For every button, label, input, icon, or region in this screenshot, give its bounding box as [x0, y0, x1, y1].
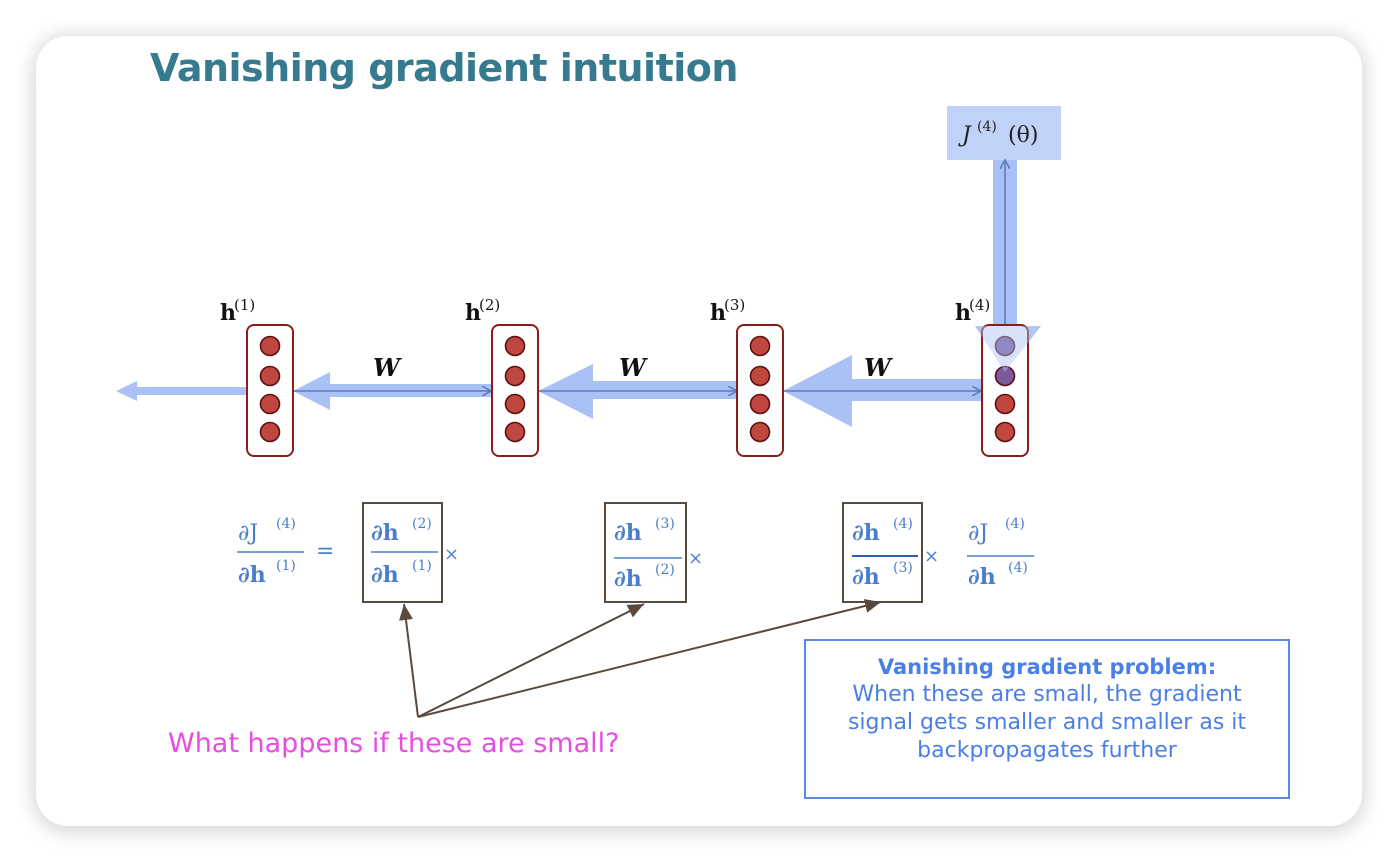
- hidden-state-4: h(4): [955, 296, 1029, 457]
- unit-circle: [504, 335, 526, 357]
- weight-label-2: W: [619, 353, 648, 382]
- lhs-numerator-sup: (4): [276, 516, 296, 532]
- unit-circle: [749, 365, 771, 387]
- unit-circle: [259, 365, 281, 387]
- unit-circle: [504, 365, 526, 387]
- callout-line-3: backpropagates further: [917, 738, 1177, 763]
- pointer-arrow-2: [417, 603, 645, 718]
- node-box: [736, 324, 784, 457]
- node-label-sup: (1): [234, 296, 255, 314]
- node-label: h: [955, 300, 971, 326]
- node-box: [246, 324, 294, 457]
- weight-label-3: W: [864, 353, 893, 382]
- term-3-numerator: ∂h: [852, 520, 880, 546]
- term-2-numerator: ∂h: [614, 520, 642, 546]
- unit-circle: [259, 393, 281, 415]
- loss-label-sup: (4): [977, 119, 997, 135]
- term-2-denominator-sup: (2): [655, 562, 675, 578]
- callout-line-2: signal gets smaller and smaller as it: [847, 710, 1247, 735]
- term-box-2: [604, 502, 687, 603]
- term-1-numerator: ∂h: [371, 520, 399, 546]
- node-label-sup: (3): [724, 296, 745, 314]
- pointer-arrows: [399, 599, 882, 718]
- callout-title: Vanishing gradient problem:: [877, 655, 1217, 679]
- term-dh2-dh1: ∂h (2) ∂h (1) ×: [362, 502, 459, 603]
- callout-box: Vanishing gradient problem: When these a…: [804, 639, 1290, 799]
- hidden-state-2: h(2): [465, 296, 539, 457]
- term-2-denominator: ∂h: [614, 566, 642, 592]
- term-box-1: [362, 502, 443, 603]
- term-dh4-dh3: ∂h (4) ∂h (3) ×: [842, 502, 939, 603]
- node-label-sup: (2): [479, 296, 500, 314]
- unit-circle: [259, 421, 281, 443]
- times-sign-1: ×: [444, 544, 459, 565]
- term-1-denominator-sup: (1): [412, 558, 432, 574]
- lhs-numerator: ∂J: [238, 521, 258, 546]
- lhs-denominator-sup: (1): [276, 558, 296, 574]
- loss-node: J (4) (θ): [947, 106, 1061, 160]
- unit-circle: [504, 393, 526, 415]
- term-3-numerator-sup: (4): [893, 516, 913, 532]
- term-4-numerator: ∂J: [968, 521, 988, 546]
- unit-circle: [504, 421, 526, 443]
- node-label: h: [710, 300, 726, 326]
- unit-circle: [994, 335, 1016, 357]
- term-2-numerator-sup: (3): [655, 516, 675, 532]
- term-1-denominator: ∂h: [371, 562, 399, 588]
- term-4-denominator-sup: (4): [1008, 560, 1028, 576]
- pointer-arrow-1: [399, 603, 419, 718]
- loss-label-arg: (θ): [1008, 123, 1038, 148]
- slide-title: Vanishing gradient intuition: [150, 46, 738, 90]
- node-box: [491, 324, 539, 457]
- node-box: [981, 324, 1029, 457]
- term-4-numerator-sup: (4): [1005, 516, 1025, 532]
- lhs-fraction: ∂J (4) ∂h (1): [237, 516, 304, 588]
- hidden-state-3: h(3): [710, 296, 784, 457]
- unit-circle: [994, 365, 1016, 387]
- unit-circle: [749, 335, 771, 357]
- unit-circle: [994, 421, 1016, 443]
- unit-circle: [994, 393, 1016, 415]
- term-dJ4-dh4: ∂J (4) ∂h (4): [967, 516, 1034, 590]
- hidden-state-1: h(1): [220, 296, 294, 457]
- equals-sign: =: [316, 539, 334, 564]
- chain-rule-equation: ∂J (4) ∂h (1) = ∂h (2) ∂h (1) × ∂h (3) ∂…: [237, 502, 1034, 603]
- term-3-denominator-sup: (3): [893, 560, 913, 576]
- hidden-states: h(1)h(2)h(3)h(4): [220, 296, 1029, 457]
- term-box-3: [842, 502, 923, 603]
- loss-box: [947, 106, 1061, 160]
- term-3-denominator: ∂h: [852, 564, 880, 590]
- term-1-numerator-sup: (2): [412, 516, 432, 532]
- loss-label-base: J: [958, 123, 972, 148]
- times-sign-3: ×: [924, 546, 939, 567]
- times-sign-2: ×: [688, 548, 703, 569]
- node-label: h: [465, 300, 481, 326]
- gradient-overlay-h4: [975, 326, 1041, 372]
- callout-line-1: When these are small, the gradient: [852, 682, 1242, 707]
- unit-circle: [749, 393, 771, 415]
- unit-circle: [749, 421, 771, 443]
- lhs-denominator: ∂h: [238, 562, 266, 588]
- gradient-arrow-1-out: [116, 381, 247, 401]
- term-dh3-dh2: ∂h (3) ∂h (2) ×: [604, 502, 703, 603]
- term-4-denominator: ∂h: [968, 564, 996, 590]
- pointer-arrow-3: [417, 599, 882, 718]
- unit-circle: [259, 335, 281, 357]
- weight-label-1: W: [373, 353, 402, 382]
- node-label-sup: (4): [969, 296, 990, 314]
- node-label: h: [220, 300, 236, 326]
- question-text: What happens if these are small?: [168, 728, 620, 759]
